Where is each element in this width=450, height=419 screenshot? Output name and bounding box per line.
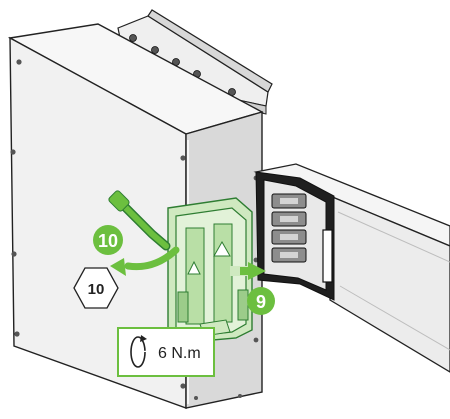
- step-10-label: 10: [98, 231, 118, 251]
- step-9-badge: 9: [247, 287, 275, 315]
- lever-handle: [108, 190, 171, 251]
- torque-value: 6 N.m: [158, 345, 201, 362]
- rotate-arrow: [110, 246, 180, 276]
- step-10-badge: 10: [93, 225, 123, 255]
- busbar-trunk: [253, 163, 450, 373]
- torque-label-box: 6 N.m: [117, 327, 215, 377]
- plug-in-connector: [167, 197, 253, 345]
- enclosure-box: [7, 23, 264, 409]
- step-9-label: 9: [256, 292, 266, 312]
- hex-nut-icon: 10: [73, 267, 119, 309]
- push-arrow: [230, 262, 266, 280]
- busbar-conductors: [271, 193, 307, 263]
- rotate-clockwise-icon: [130, 335, 147, 368]
- hex-size-label: 10: [88, 281, 105, 298]
- bracket-screws: [129, 34, 236, 96]
- enclosure-screws: [10, 59, 186, 389]
